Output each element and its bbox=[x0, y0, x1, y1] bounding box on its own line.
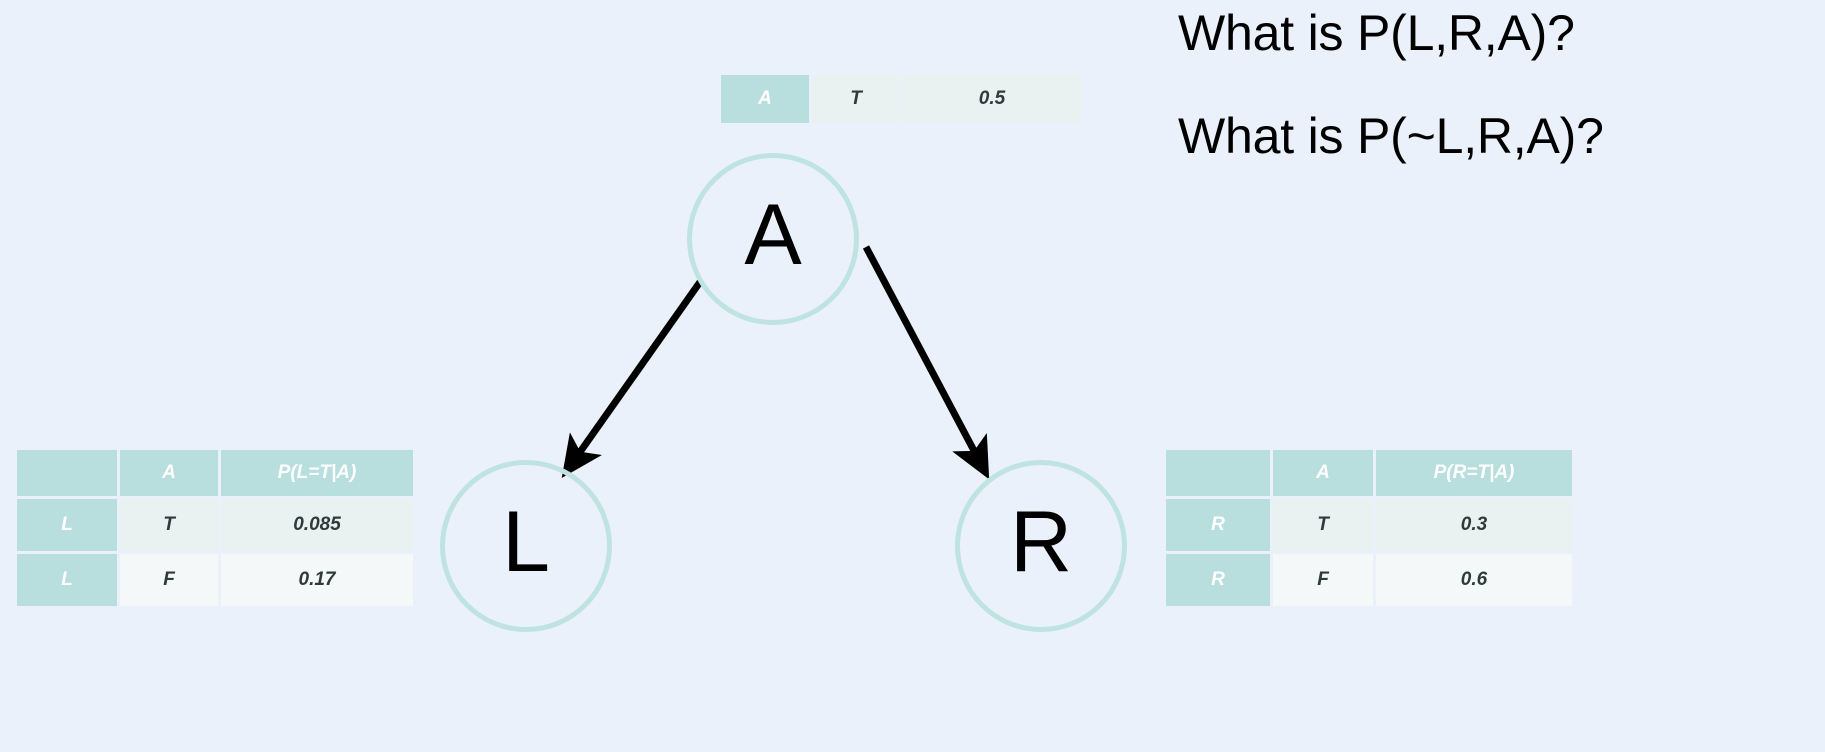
node-l-label: L bbox=[502, 494, 550, 590]
cell-l-row1-prob: 0.085 bbox=[221, 499, 413, 551]
header-l-blank bbox=[17, 450, 117, 496]
edge-a-to-r bbox=[862, 245, 990, 480]
edge-a-to-l bbox=[561, 279, 703, 479]
table-row: L T 0.085 bbox=[17, 499, 413, 551]
header-r-blank bbox=[1166, 450, 1270, 496]
table-header-row: A P(R=T|A) bbox=[1166, 450, 1572, 496]
cell-l-row1-var: L bbox=[17, 499, 117, 551]
table-row: R F 0.6 bbox=[1166, 554, 1572, 606]
node-a[interactable]: A bbox=[687, 153, 859, 325]
table-row: R T 0.3 bbox=[1166, 499, 1572, 551]
table-row: A T 0.5 bbox=[721, 75, 1081, 123]
node-r-label: R bbox=[1009, 494, 1073, 590]
header-r-prob: P(R=T|A) bbox=[1376, 450, 1572, 496]
table-header-row: A P(L=T|A) bbox=[17, 450, 413, 496]
cell-l-row2-var: L bbox=[17, 554, 117, 606]
header-r-a: A bbox=[1273, 450, 1373, 496]
question-line-2: What is P(~L,R,A)? bbox=[1178, 108, 1604, 164]
table-l-cpt: A P(L=T|A) L T 0.085 L F 0.17 bbox=[14, 447, 416, 609]
header-l-prob: P(L=T|A) bbox=[221, 450, 413, 496]
node-l[interactable]: L bbox=[440, 460, 612, 632]
questions-block: What is P(L,R,A)? What is P(~L,R,A)? bbox=[1178, 8, 1798, 161]
cell-r-row1-var: R bbox=[1166, 499, 1270, 551]
cell-l-row2-prob: 0.17 bbox=[221, 554, 413, 606]
cell-r-row2-a: F bbox=[1273, 554, 1373, 606]
node-r[interactable]: R bbox=[955, 460, 1127, 632]
table-row: L F 0.17 bbox=[17, 554, 413, 606]
table-a-prior: A T 0.5 bbox=[718, 72, 1084, 126]
cell-l-row1-a: T bbox=[120, 499, 218, 551]
header-l-a: A bbox=[120, 450, 218, 496]
cell-l-row2-a: F bbox=[120, 554, 218, 606]
cell-a-prior-prob: 0.5 bbox=[903, 75, 1081, 123]
question-line-1: What is P(L,R,A)? bbox=[1178, 5, 1575, 61]
cell-r-row2-var: R bbox=[1166, 554, 1270, 606]
cell-r-row1-prob: 0.3 bbox=[1376, 499, 1572, 551]
node-a-label: A bbox=[744, 187, 802, 283]
table-r-cpt: A P(R=T|A) R T 0.3 R F 0.6 bbox=[1163, 447, 1575, 609]
cell-r-row2-prob: 0.6 bbox=[1376, 554, 1572, 606]
cell-a-prior-value: T bbox=[812, 75, 900, 123]
cell-r-row1-a: T bbox=[1273, 499, 1373, 551]
cell-a-prior-var: A bbox=[721, 75, 809, 123]
